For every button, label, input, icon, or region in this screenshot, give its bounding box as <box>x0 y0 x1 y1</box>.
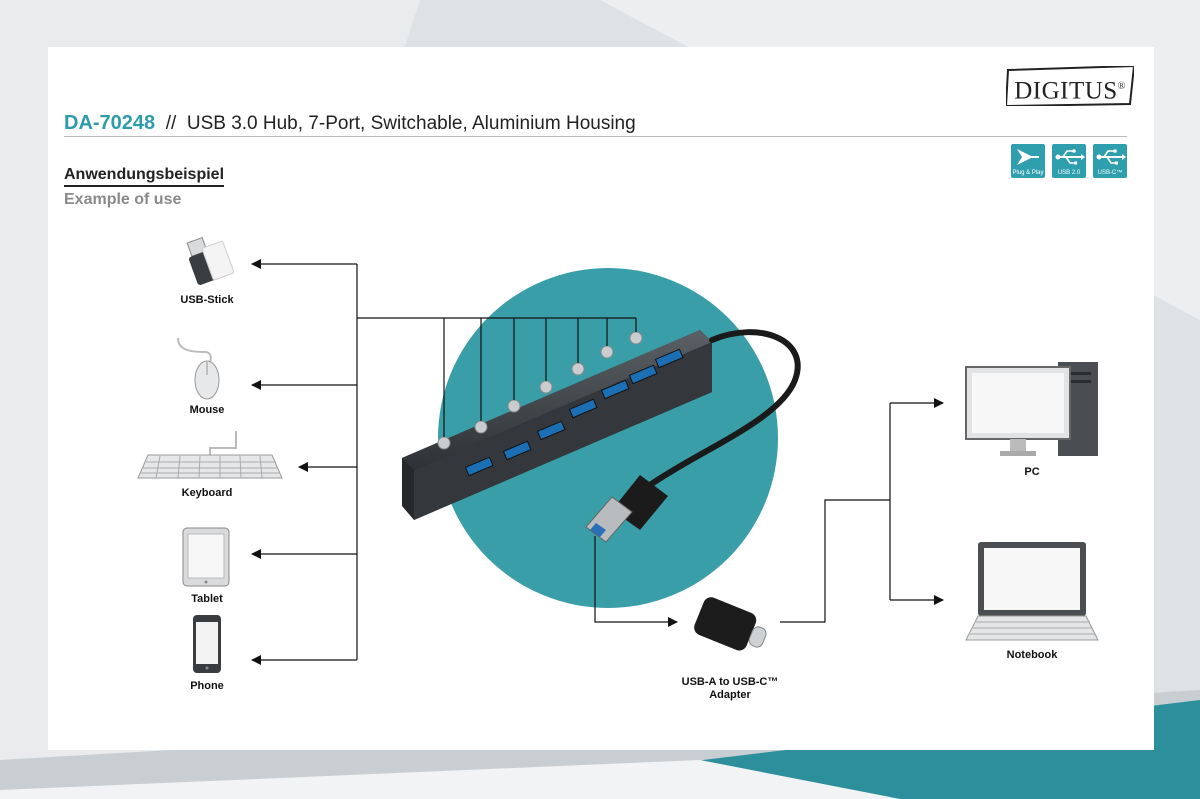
device-label-keyboard: Keyboard <box>181 487 233 499</box>
product-description: USB 3.0 Hub, 7-Port, Switchable, Alumini… <box>186 113 636 134</box>
notebook-icon <box>965 542 1099 641</box>
section-title-de: Anwendungsbeispiel <box>64 166 225 187</box>
badge-usb-2: USB 2.0 <box>1052 144 1086 178</box>
badge-plug-and-play: Plug & Play <box>1011 144 1045 178</box>
usb-stick-icon <box>186 236 235 285</box>
section-title-en: Example of use <box>64 191 182 208</box>
adapter-label-line1: USB-A to USB-C™ <box>681 676 779 688</box>
title-separator: // <box>165 113 177 134</box>
hub-cable <box>647 329 801 488</box>
adapter-label: USB-A to USB-C™ Adapter <box>660 676 800 702</box>
product-code: DA-70248 <box>64 112 156 134</box>
device-label-phone: Phone <box>190 680 224 692</box>
device-label-notebook: Notebook <box>1006 649 1058 661</box>
tablet-icon <box>182 527 230 587</box>
usb-a-to-c-adapter-icon <box>694 597 767 651</box>
desktop-pc-icon <box>965 362 1098 456</box>
device-label-usb-stick: USB-Stick <box>180 294 234 306</box>
device-label-tablet: Tablet <box>191 593 223 605</box>
product-title: DA-70248 // USB 3.0 Hub, 7-Port, Switcha… <box>64 112 636 135</box>
usb-hub-icon <box>402 330 712 520</box>
keyboard-icon <box>137 431 283 479</box>
title-divider <box>64 136 1127 137</box>
device-label-pc: PC <box>1024 466 1040 478</box>
plug-and-play-icon <box>1017 149 1039 165</box>
phone-icon <box>193 615 221 673</box>
device-label-mouse: Mouse <box>189 404 225 416</box>
badge-usb-c: USB-C™ <box>1093 144 1127 178</box>
mouse-icon <box>177 337 220 400</box>
usb-a-plug-icon <box>585 475 668 543</box>
usb-trident-icon <box>1096 149 1126 165</box>
adapter-label-line2: Adapter <box>709 689 751 701</box>
usb-trident-icon <box>1055 149 1085 165</box>
brand-logo-text: DIGITUS® <box>1014 77 1126 105</box>
digitus-logo <box>1006 66 1134 106</box>
